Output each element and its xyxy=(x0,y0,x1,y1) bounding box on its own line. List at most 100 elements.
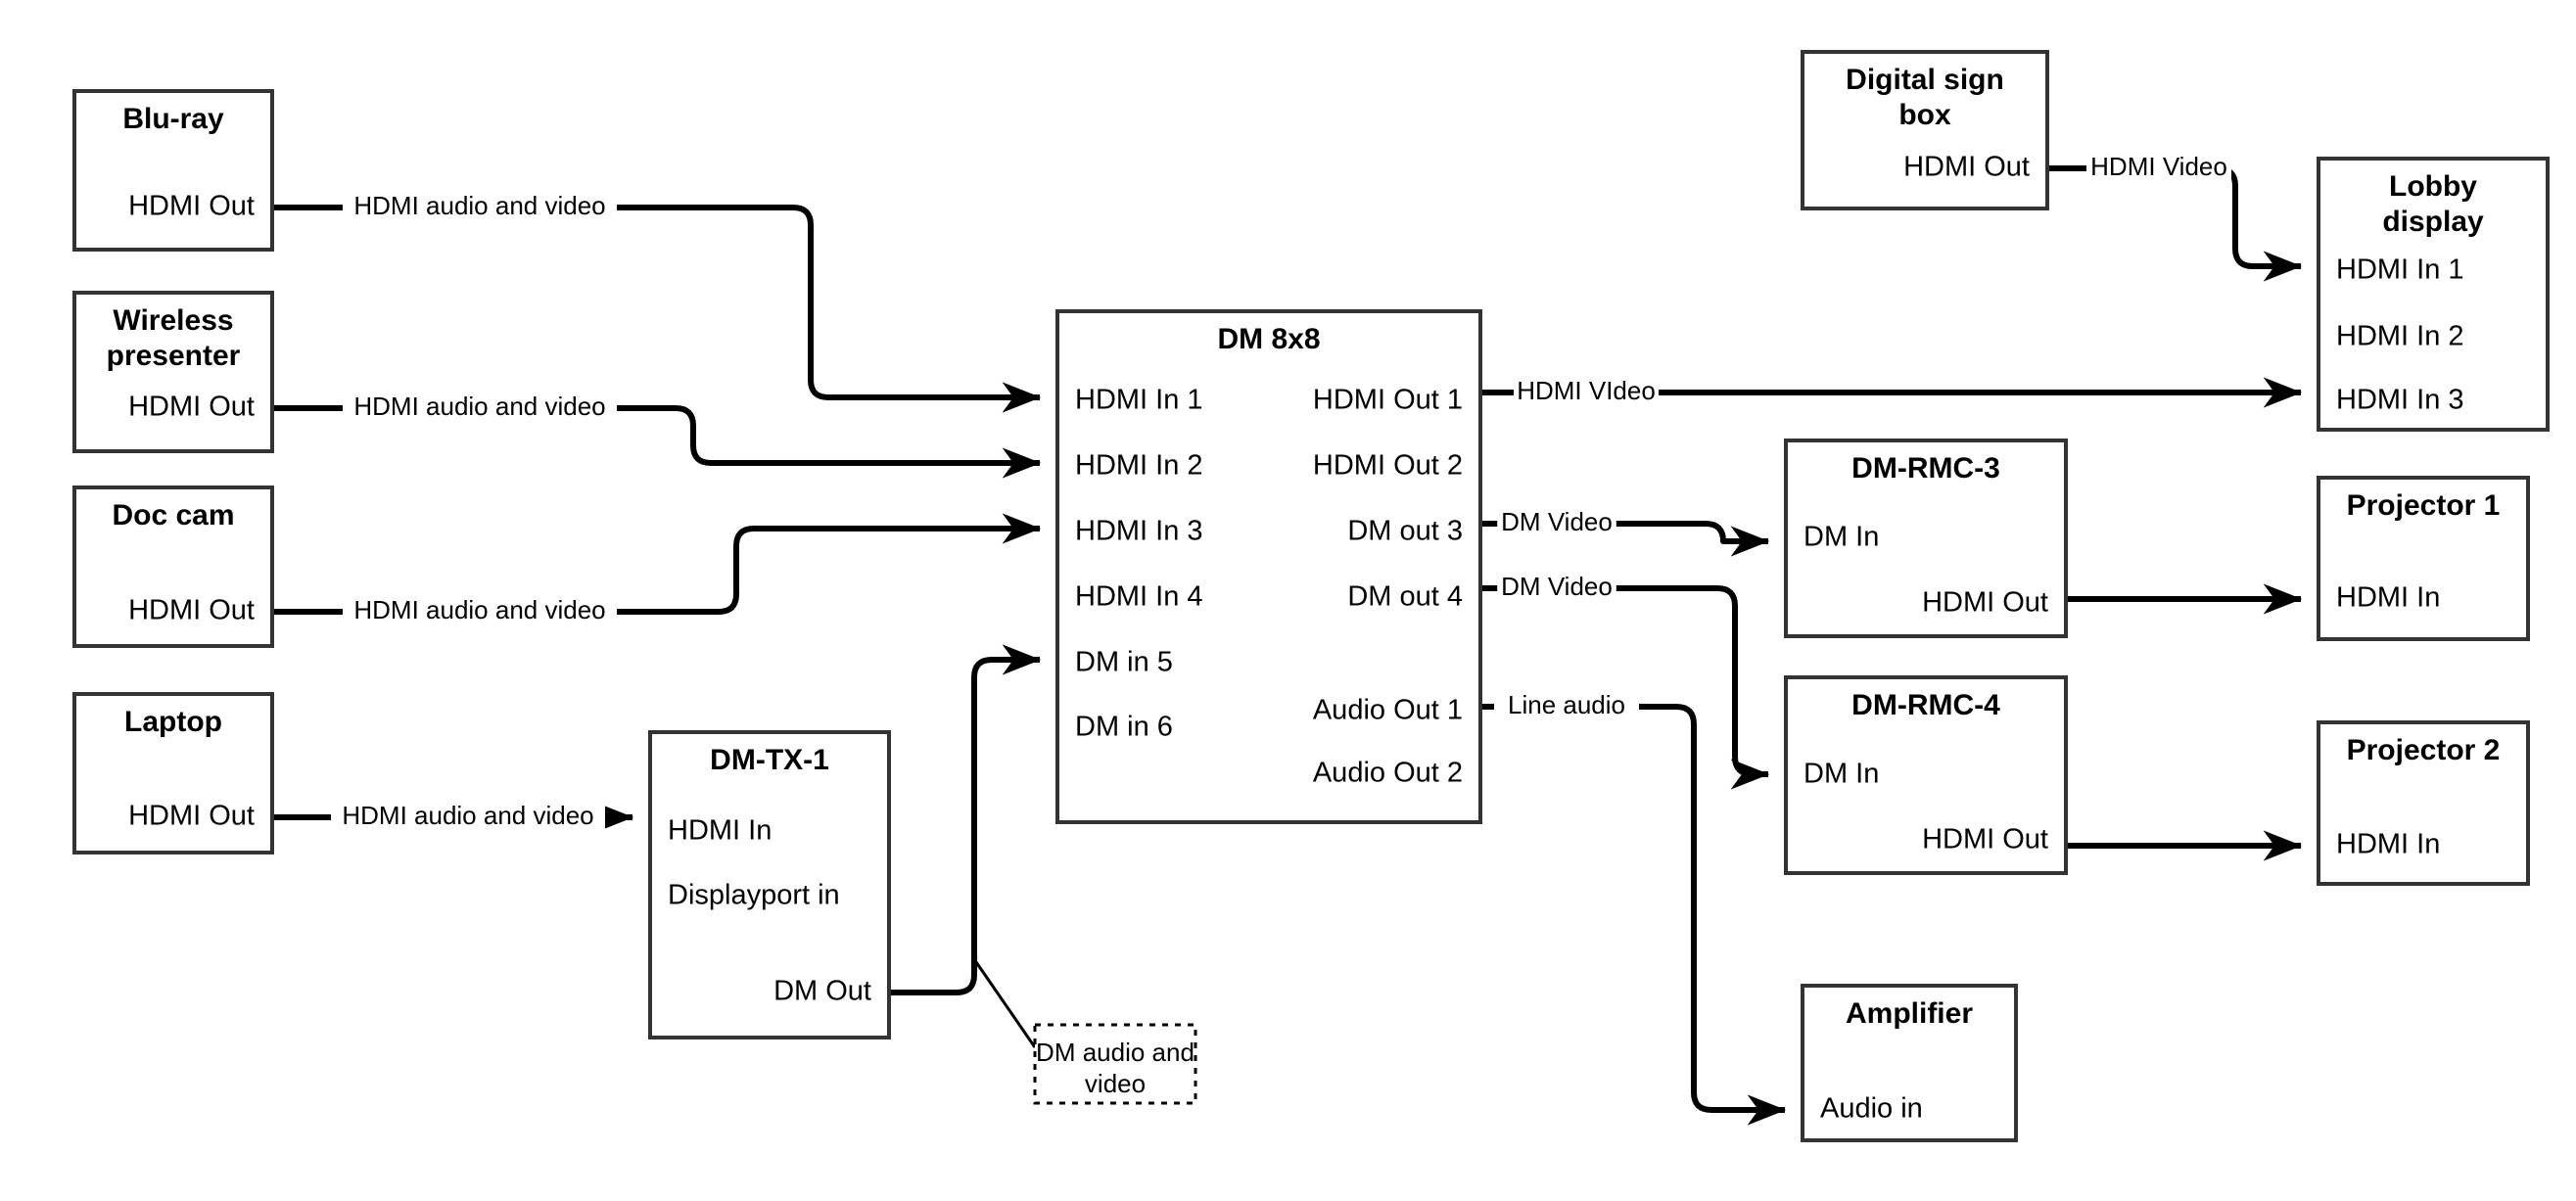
port-label: HDMI In 2 xyxy=(1075,450,1203,482)
connection-label: HDMI audio and video xyxy=(353,392,605,421)
device-box[interactable] xyxy=(1055,309,1482,824)
connection-label-backdrop xyxy=(1497,506,1616,541)
port-label: HDMI In 2 xyxy=(2336,321,2464,352)
connection-dm-out-4-to-rmc-4[interactable] xyxy=(1480,585,1770,790)
connection-label-backdrop xyxy=(343,594,617,629)
port-label: HDMI Out xyxy=(128,801,255,832)
device-box[interactable] xyxy=(1784,439,2068,638)
device-title: Doc cam xyxy=(112,499,234,531)
connection-dmtx-out-to-dm-in-5[interactable] xyxy=(891,644,1042,995)
connection-label: DM Video xyxy=(1501,507,1613,536)
port-label: HDMI Out xyxy=(128,595,255,626)
device-box[interactable] xyxy=(1801,984,2018,1142)
connection-line[interactable] xyxy=(1480,521,1770,557)
connection-label: HDMI Video xyxy=(2090,152,2227,181)
note-box xyxy=(1033,1023,1197,1105)
port-label: DM out 4 xyxy=(1347,581,1463,613)
port-label: DM in 6 xyxy=(1075,712,1173,743)
connection-doccam-to-dm-in-3[interactable] xyxy=(274,513,1042,615)
device-title: Laptop xyxy=(124,706,222,738)
connection-label-backdrop xyxy=(1497,571,1616,606)
device-box[interactable] xyxy=(1784,675,2068,875)
connection-label: HDMI audio and video xyxy=(342,801,593,830)
connection-label-backdrop xyxy=(343,391,617,426)
device-box[interactable] xyxy=(72,291,274,453)
port-label: HDMI In 1 xyxy=(1075,385,1203,416)
connection-line[interactable] xyxy=(1480,704,1787,1126)
connection-bluray-to-dm-in-1[interactable] xyxy=(274,205,1042,413)
port-label: DM out 3 xyxy=(1347,516,1463,547)
connection-audio-out-1-to-amplifier[interactable] xyxy=(1480,704,1787,1126)
port-label: HDMI In xyxy=(668,815,772,847)
port-label: HDMI Out xyxy=(1903,152,2030,183)
port-label: DM In xyxy=(1803,522,1879,553)
connection-label-backdrop xyxy=(1514,375,1659,410)
device-title: DM-TX-1 xyxy=(710,744,829,776)
connection-line[interactable] xyxy=(1480,585,1770,790)
device-title: Lobby xyxy=(2389,170,2477,203)
connection-label: HDMI audio and video xyxy=(353,191,605,220)
device-box[interactable] xyxy=(72,485,274,648)
connection-line[interactable] xyxy=(274,405,1042,479)
port-label: HDMI In 4 xyxy=(1075,581,1203,613)
device-title: Blu-ray xyxy=(122,103,224,135)
device-box[interactable] xyxy=(1801,50,2049,210)
port-label: HDMI In 1 xyxy=(2336,254,2464,286)
port-label: HDMI Out xyxy=(1922,824,2048,855)
connection-label-backdrop xyxy=(343,190,617,225)
device-title: display xyxy=(2382,206,2484,238)
port-label: HDMI In 3 xyxy=(1075,516,1203,547)
port-label: HDMI In xyxy=(2336,829,2440,860)
connection-line[interactable] xyxy=(891,644,1042,995)
port-label: DM in 5 xyxy=(1075,647,1173,678)
device-box[interactable] xyxy=(72,89,274,252)
port-label: HDMI In xyxy=(2336,582,2440,614)
port-label: Audio Out 1 xyxy=(1313,695,1463,726)
port-label: HDMI Out 2 xyxy=(1313,450,1463,482)
device-box[interactable] xyxy=(2317,720,2530,886)
connection-wireless-to-dm-in-2[interactable] xyxy=(274,405,1042,479)
connection-label: Line audio xyxy=(1508,690,1625,719)
device-title: Projector 2 xyxy=(2347,734,2501,766)
port-label: HDMI In 3 xyxy=(2336,385,2464,416)
device-projector-2[interactable]: Projector 2 HDMI In xyxy=(2317,720,2530,886)
connection-line[interactable] xyxy=(274,513,1042,615)
device-title: DM-RMC-4 xyxy=(1851,689,2000,721)
device-title: box xyxy=(1898,99,1951,131)
port-label: HDMI Out xyxy=(128,191,255,222)
connection-label-backdrop xyxy=(2086,151,2231,186)
device-box[interactable] xyxy=(2317,476,2530,641)
connection-label: HDMI VIdeo xyxy=(1517,376,1656,405)
port-label: Audio in xyxy=(1820,1093,1923,1125)
device-title: presenter xyxy=(107,340,241,372)
device-box[interactable] xyxy=(648,730,891,1039)
port-label: Audio Out 2 xyxy=(1313,758,1463,789)
device-box[interactable] xyxy=(72,692,274,855)
port-label: DM Out xyxy=(773,976,871,1007)
device-title: DM-RMC-3 xyxy=(1851,452,2000,485)
port-label: HDMI Out 1 xyxy=(1313,385,1463,416)
device-box[interactable] xyxy=(2317,157,2550,432)
note-leader-line xyxy=(972,958,1037,1048)
connection-line[interactable] xyxy=(274,205,1042,413)
connection-dm-out-3-to-rmc-3[interactable] xyxy=(1480,521,1770,557)
device-title: Wireless xyxy=(113,304,233,337)
